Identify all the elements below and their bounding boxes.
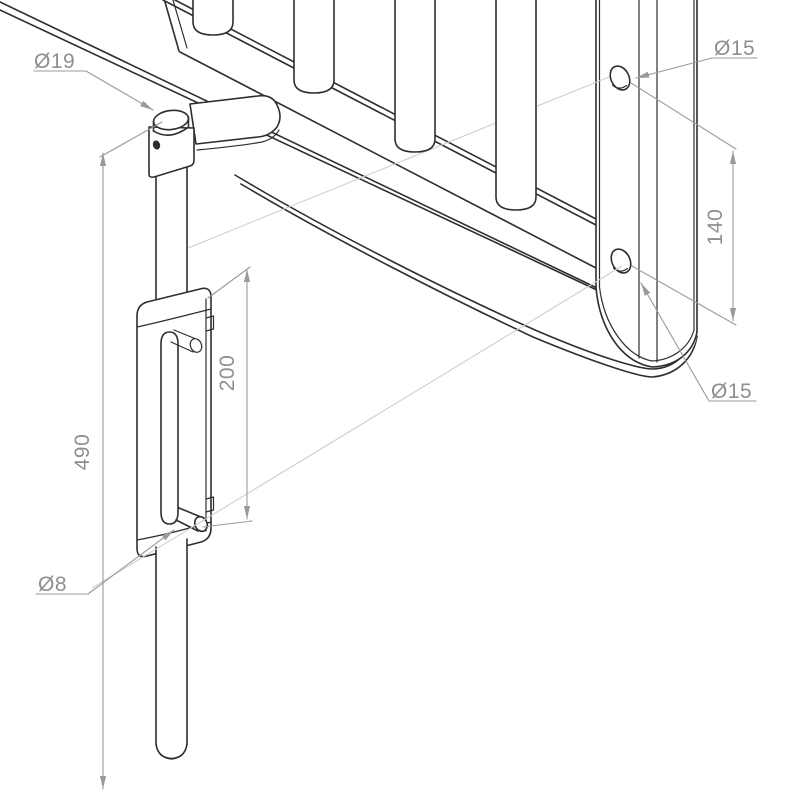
bracket-tab-top (205, 315, 215, 332)
bolt-rod-upper-fill (156, 130, 187, 312)
picket-3 (394, 0, 436, 153)
post-bottom-cap-inner (598, 286, 695, 362)
bolt-cap-top (152, 109, 190, 131)
lower-hole-leader (640, 282, 710, 402)
frame-tube-top-edge-inner (0, 9, 600, 292)
rail-end-cap (164, 1, 180, 52)
bolt-rod-lower-fill (156, 537, 187, 759)
picket-1 (192, 0, 234, 36)
gate-pickets (192, 0, 537, 211)
bolt-handle-thickness-line (196, 129, 280, 151)
rod-diameter-leader (85, 70, 154, 111)
upper-hole-label: Ø15 (714, 37, 755, 60)
pin-diameter-label: Ø8 (38, 573, 67, 596)
bolt-handle-outline (189, 94, 281, 145)
dimension-rod-diameter: Ø19 (33, 50, 154, 111)
guide-pin-raised (170, 329, 203, 353)
collar-pin-hole (152, 140, 161, 150)
rail-end-cap-inner (172, 0, 188, 49)
gate-bottom-rail (0, 0, 698, 378)
bolt-handle (189, 94, 281, 151)
drop-bolt-assembly (136, 94, 281, 760)
rod-length-label: 490 (71, 434, 94, 471)
post-bottom-cap (595, 287, 698, 368)
frame-tube-bottom-edge (234, 174, 694, 370)
dimension-hole-spacing: 140 (630, 82, 737, 326)
rod-diameter-label: Ø19 (34, 50, 75, 73)
bracket-top-band (136, 308, 212, 328)
pin-diameter-leader (87, 529, 175, 595)
dimension-pin-diameter: Ø8 (35, 529, 175, 596)
bracket-outline (136, 287, 212, 558)
guide-bracket (136, 287, 215, 558)
gate-post (595, 0, 698, 368)
projection-line-upper-hole (187, 76, 610, 249)
guide-travel-label: 200 (216, 355, 239, 392)
frame-tube-top-edge (0, 1, 598, 289)
dimension-lower-hole: Ø15 (640, 282, 757, 403)
collar-body (148, 126, 195, 178)
collar-cap-lower-arc (152, 126, 190, 136)
bolt-rod-tip-facet (163, 756, 180, 760)
picket-2 (293, 0, 335, 94)
dimension-rod-length: 490 (71, 121, 163, 790)
bolt-collar (148, 109, 195, 178)
hole-spacing-extension-bottom (631, 265, 737, 326)
post-body (596, 0, 697, 367)
bracket-tab-bottom (205, 496, 215, 513)
frame-tube-bottom-edge-outer (240, 183, 698, 378)
bracket-slot (160, 331, 179, 525)
rod-length-extension-top (99, 121, 163, 158)
upper-hole-leader (635, 57, 713, 79)
lower-hole-label: Ø15 (711, 380, 752, 403)
post-hole-bottom (610, 248, 632, 274)
dimension-guide-travel: 200 (202, 266, 253, 528)
hole-spacing-extension-top (630, 82, 737, 150)
hole-spacing-label: 140 (704, 209, 727, 246)
post-hole-top (609, 65, 631, 91)
projection-line-lower-hole (91, 265, 623, 589)
rail-front-bottom-edge (179, 51, 597, 269)
guide-travel-extension-top (207, 266, 251, 299)
dimension-upper-hole: Ø15 (635, 37, 758, 79)
picket-4 (495, 0, 537, 211)
guide-travel-extension-bottom (202, 520, 253, 528)
